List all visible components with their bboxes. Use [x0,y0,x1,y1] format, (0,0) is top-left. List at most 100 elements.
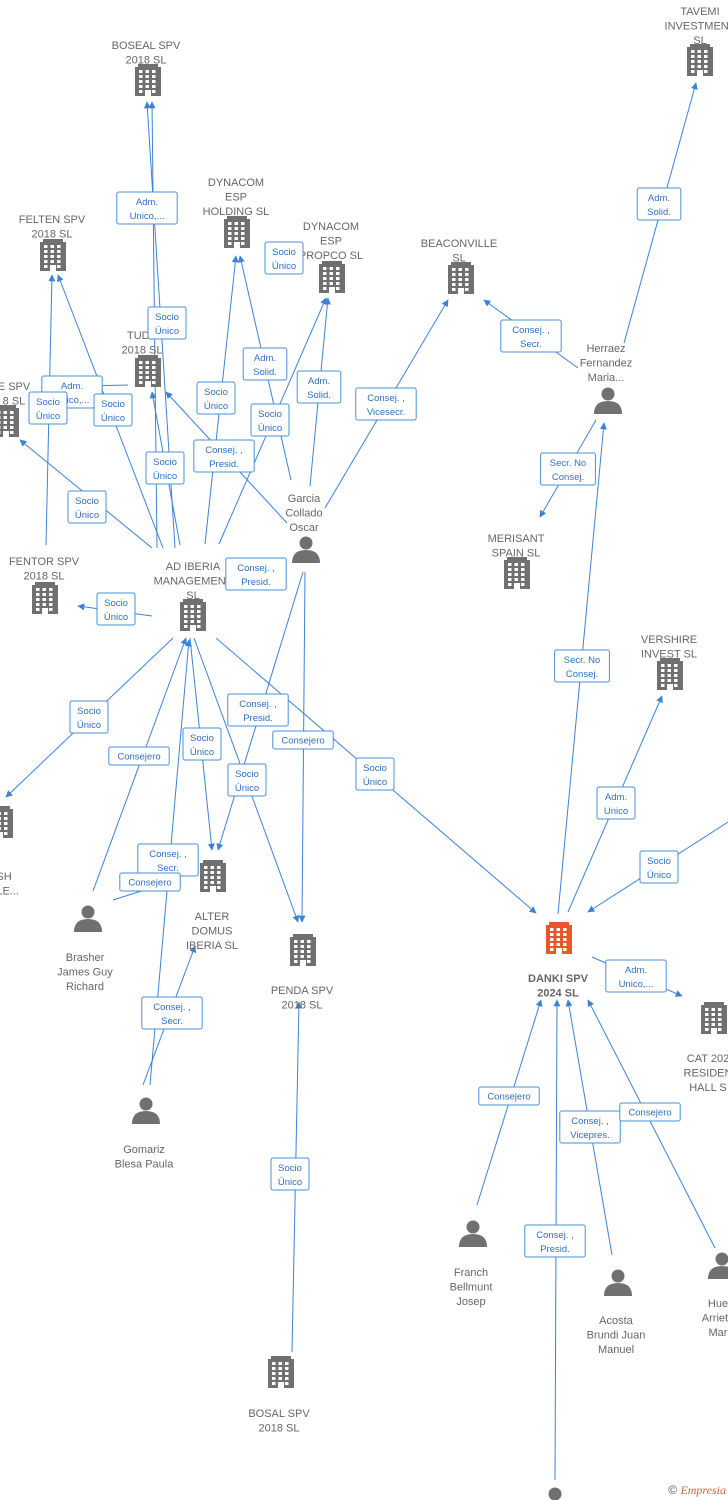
node-label: Oscar [289,522,319,534]
relation-label[interactable]: Adm.Solid. [636,187,682,221]
relation-label[interactable]: Consejero [478,1086,540,1106]
node-label: VERSHIRE [641,634,697,646]
relations-layer: Adm.Solid.Adm.Unico,...SocioÚnicoSocioÚn… [28,187,682,1258]
node-label: 2024 SL [537,988,579,1000]
building-icon [224,216,250,248]
relation-text: Consej. , [205,445,243,456]
relation-label[interactable]: Consej. ,Vicesecr. [355,387,417,421]
relation-label[interactable]: Consejero [619,1102,681,1122]
relation-label[interactable]: Consejero [108,746,170,766]
building-icon [200,860,226,892]
relation-text: Secr. No [564,655,600,666]
relation-text: Unico,... [619,979,654,990]
node-danki[interactable]: DANKI SPV 2024 SL [528,922,589,1000]
relation-text: Único [153,471,177,482]
node-label: Garcia [288,493,321,505]
building-icon [180,599,206,631]
relation-label[interactable]: Consejero [119,872,181,892]
relation-label[interactable]: Consejero [272,730,334,750]
node-label: Blesa Paula [115,1159,175,1171]
node-label: Brasher [66,952,105,964]
relation-box [28,391,68,425]
relation-box [145,451,185,485]
node-label: Herraez [586,343,625,355]
relation-text: Unico,... [55,395,90,406]
relation-box [193,439,255,473]
node-huerta[interactable]: HueArrietaMar [702,1252,728,1340]
relation-box [69,700,109,734]
relation-label[interactable]: Consej. ,Vicepres. [559,1110,621,1144]
relation-text: Socio [278,1163,302,1174]
node-label: DANKI SPV [528,973,589,985]
node-label: RESIDEN [684,1068,728,1080]
relation-text: Consejero [487,1092,530,1103]
relation-text: Vicesecr. [367,407,405,418]
relation-label[interactable]: Consej. ,Presid. [227,693,289,727]
node-label: Richard [66,981,104,993]
relation-label[interactable]: Adm.Unico,... [605,959,667,993]
relation-box [500,319,562,353]
relation-text: Único [155,326,179,337]
relation-label[interactable]: Adm.Solid. [296,370,342,404]
relation-label[interactable]: Adm.Unico [596,786,636,820]
relation-label[interactable]: Consej. ,Presid. [193,439,255,473]
relation-text: Adm. [254,353,276,364]
node-tavemi[interactable]: TAVEMIINVESTMENTSL [665,6,728,76]
relation-label[interactable]: Consej. ,Secr. [500,319,562,353]
relation-label[interactable]: Consej. ,Presid. [524,1224,586,1258]
relation-label[interactable]: Adm.Unico,... [116,191,178,225]
relation-label[interactable]: Consej. ,Secr. [137,843,199,877]
node-sh-ble[interactable]: SHBLE... [0,806,19,898]
relation-text: Adm. [605,792,627,803]
node-bottom-person[interactable] [541,1487,569,1500]
relation-text: Secr. [161,1016,183,1027]
brand-logo[interactable]: Empresia [680,1483,726,1497]
node-herraez[interactable]: HerraezFernandezMaria... [580,343,633,414]
relation-text: Solid. [307,390,331,401]
relation-label[interactable]: Adm.Solid. [242,347,288,381]
node-label: Franch [454,1267,488,1279]
relation-label[interactable]: Consej. ,Presid. [225,557,287,591]
relation-text: Único [258,423,282,434]
relation-label[interactable]: Consej. ,Secr. [141,996,203,1030]
node-label: BOSAL SPV [248,1408,310,1420]
relation-box [296,370,342,404]
